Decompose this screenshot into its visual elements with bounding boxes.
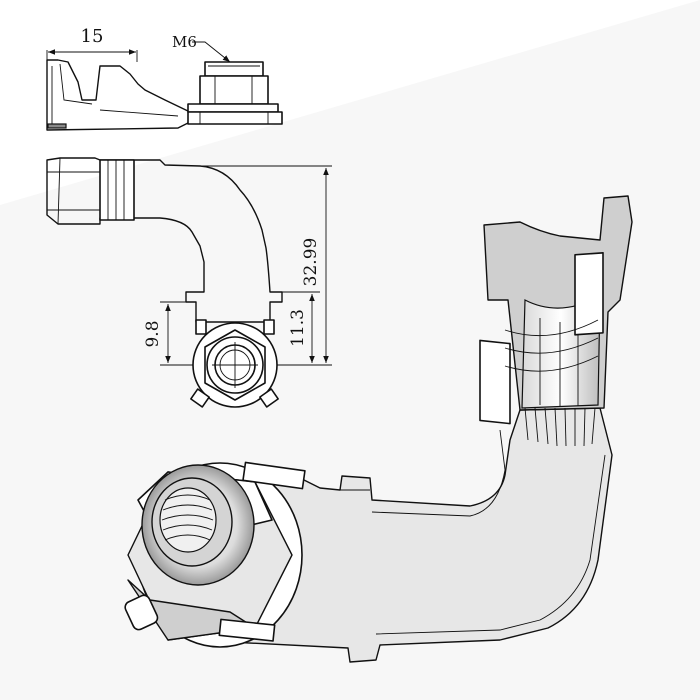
dimension-width-label: 15: [81, 26, 104, 47]
isometric-view: [124, 195, 633, 663]
side-view: 15 M6: [46, 26, 283, 131]
plan-view: 32.99 9.8 11.3: [46, 157, 332, 408]
dimension-right-offset-label: 11.3: [288, 309, 308, 347]
thread-size-label: M6: [172, 33, 197, 51]
dimension-height-label: 32.99: [301, 238, 321, 287]
dimension-left-offset-label: 9.8: [143, 320, 163, 347]
